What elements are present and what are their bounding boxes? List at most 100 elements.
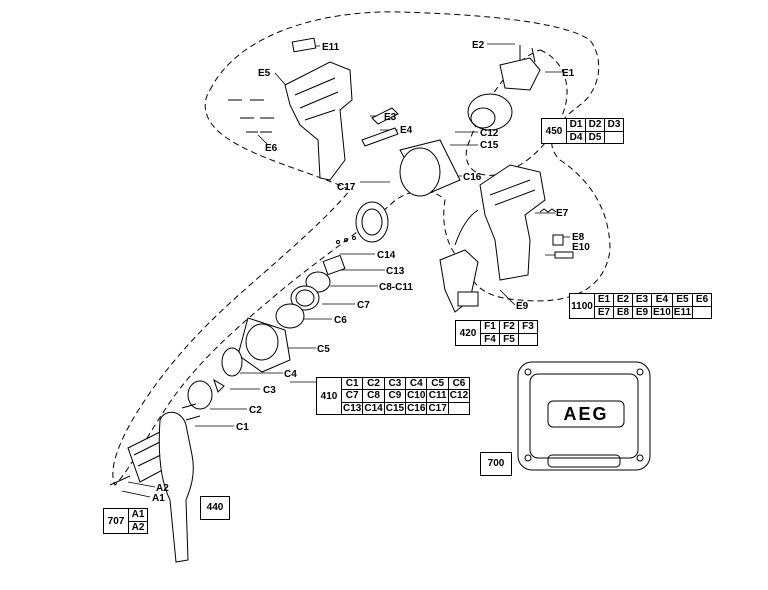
table-cell: E9 [632,305,652,319]
label-e5: E5 [258,68,271,79]
table-cell: F4 [480,332,500,346]
label-c5: C5 [317,344,330,355]
table-cell: D4 [566,130,586,144]
table-cell: F1 [480,320,500,334]
table-cell: C12 [447,389,471,403]
label-e10: E10 [572,242,590,253]
label-c7: C7 [357,300,370,311]
spring-e7 [539,208,557,213]
label-c8-c11: C8-C11 [379,282,413,293]
table-cell: C8 [362,389,385,403]
label-c12: C12 [480,128,499,139]
table-450: 450 D1 D2 D3 D4 D5 [541,118,624,144]
label-e8: E8 [572,232,585,243]
table-cell: C5 [426,376,449,391]
table-cell: C7 [340,389,364,403]
label-e1: E1 [562,68,575,79]
table-cell: E7 [594,305,614,319]
label-a2: A2 [156,483,169,494]
table-cell [518,332,538,346]
gear-ring [355,201,389,243]
pins-c14 [336,236,356,244]
case-logo: AEG [563,404,608,424]
side-handle [158,411,194,563]
planet-carrier [322,254,346,276]
label-a1: A1 [152,493,165,504]
table-cell: E6 [692,293,713,307]
label-e6: E6 [265,143,278,154]
table-cell: E8 [613,305,633,319]
table-key: 707 [103,508,129,534]
clip-e8 [552,234,564,246]
ring-c8 [305,271,331,293]
label-e10 [554,251,574,259]
label-e9: E9 [516,301,529,312]
table-cell: E11 [671,305,694,319]
housing-right-half [479,164,546,281]
table-410: 410 C1 C2 C3 C4 C5 C6 C7 C8 C9 C10 C11 C… [316,376,471,416]
clip-c3 [213,378,225,393]
table-cell: C6 [447,376,471,391]
table-cell: F3 [518,320,538,334]
ring-c7 [290,285,320,311]
torque-collar [237,317,291,373]
screws-set-e6 [228,99,274,133]
label-e3: E3 [384,112,397,123]
label-c16: C16 [463,172,482,183]
gearbox-housing [467,93,513,131]
box-440: 440 [200,496,230,520]
label-c1: C1 [236,422,249,433]
label-c6: C6 [334,315,347,326]
label-e4: E4 [400,125,413,136]
table-cell [692,305,713,319]
table-cell: A2 [128,520,148,534]
label-c4: C4 [284,369,297,380]
table-key: 410 [316,377,342,415]
label-c2: C2 [249,405,262,416]
table-cell: C10 [405,389,428,403]
housing-left-half [284,61,353,181]
clutch-ring [275,303,305,329]
table-cell: C1 [340,376,364,391]
table-cell: D2 [585,118,605,132]
washer-c2 [187,380,213,410]
table-cell [447,401,471,416]
table-cell: C17 [426,401,449,416]
table-cell: E5 [671,293,694,307]
label-tag [291,37,317,53]
carry-case-handle [547,454,621,468]
table-cell: F2 [499,320,519,334]
table-1100: 1100 E1 E2 E3 E4 E5 E6 E7 E8 E9 E10 E11 [569,293,713,319]
label-e2: E2 [472,40,485,51]
table-cell: E10 [651,305,673,319]
switch-lever [361,127,399,147]
label-c13: C13 [386,266,405,277]
table-cell: E2 [613,293,633,307]
table-cell: C16 [405,401,428,416]
table-cell: D5 [585,130,605,144]
table-707: 707 A1 A2 [103,508,148,534]
switch-slide [371,107,399,125]
table-cell: D3 [604,118,624,132]
table-cell: C2 [362,376,385,391]
label-e7: E7 [556,208,569,219]
spring-c4 [221,347,243,377]
table-key: 1100 [569,293,595,319]
label-c3: C3 [263,385,276,396]
table-cell: A1 [128,508,148,522]
case-logo-plate [547,400,625,428]
table-cell: F5 [499,332,519,346]
table-cell: C15 [383,401,407,416]
carry-case-inner [529,373,639,459]
table-key: 450 [541,118,567,144]
table-cell: C4 [405,376,428,391]
table-cell: D1 [566,118,586,132]
table-cell: E1 [594,293,614,307]
label-c17: C17 [337,182,356,193]
table-cell: C13 [340,401,364,416]
table-cell: C11 [426,389,449,403]
table-cell: C9 [383,389,407,403]
label-c14: C14 [377,250,396,261]
label-e11: E11 [322,42,340,53]
